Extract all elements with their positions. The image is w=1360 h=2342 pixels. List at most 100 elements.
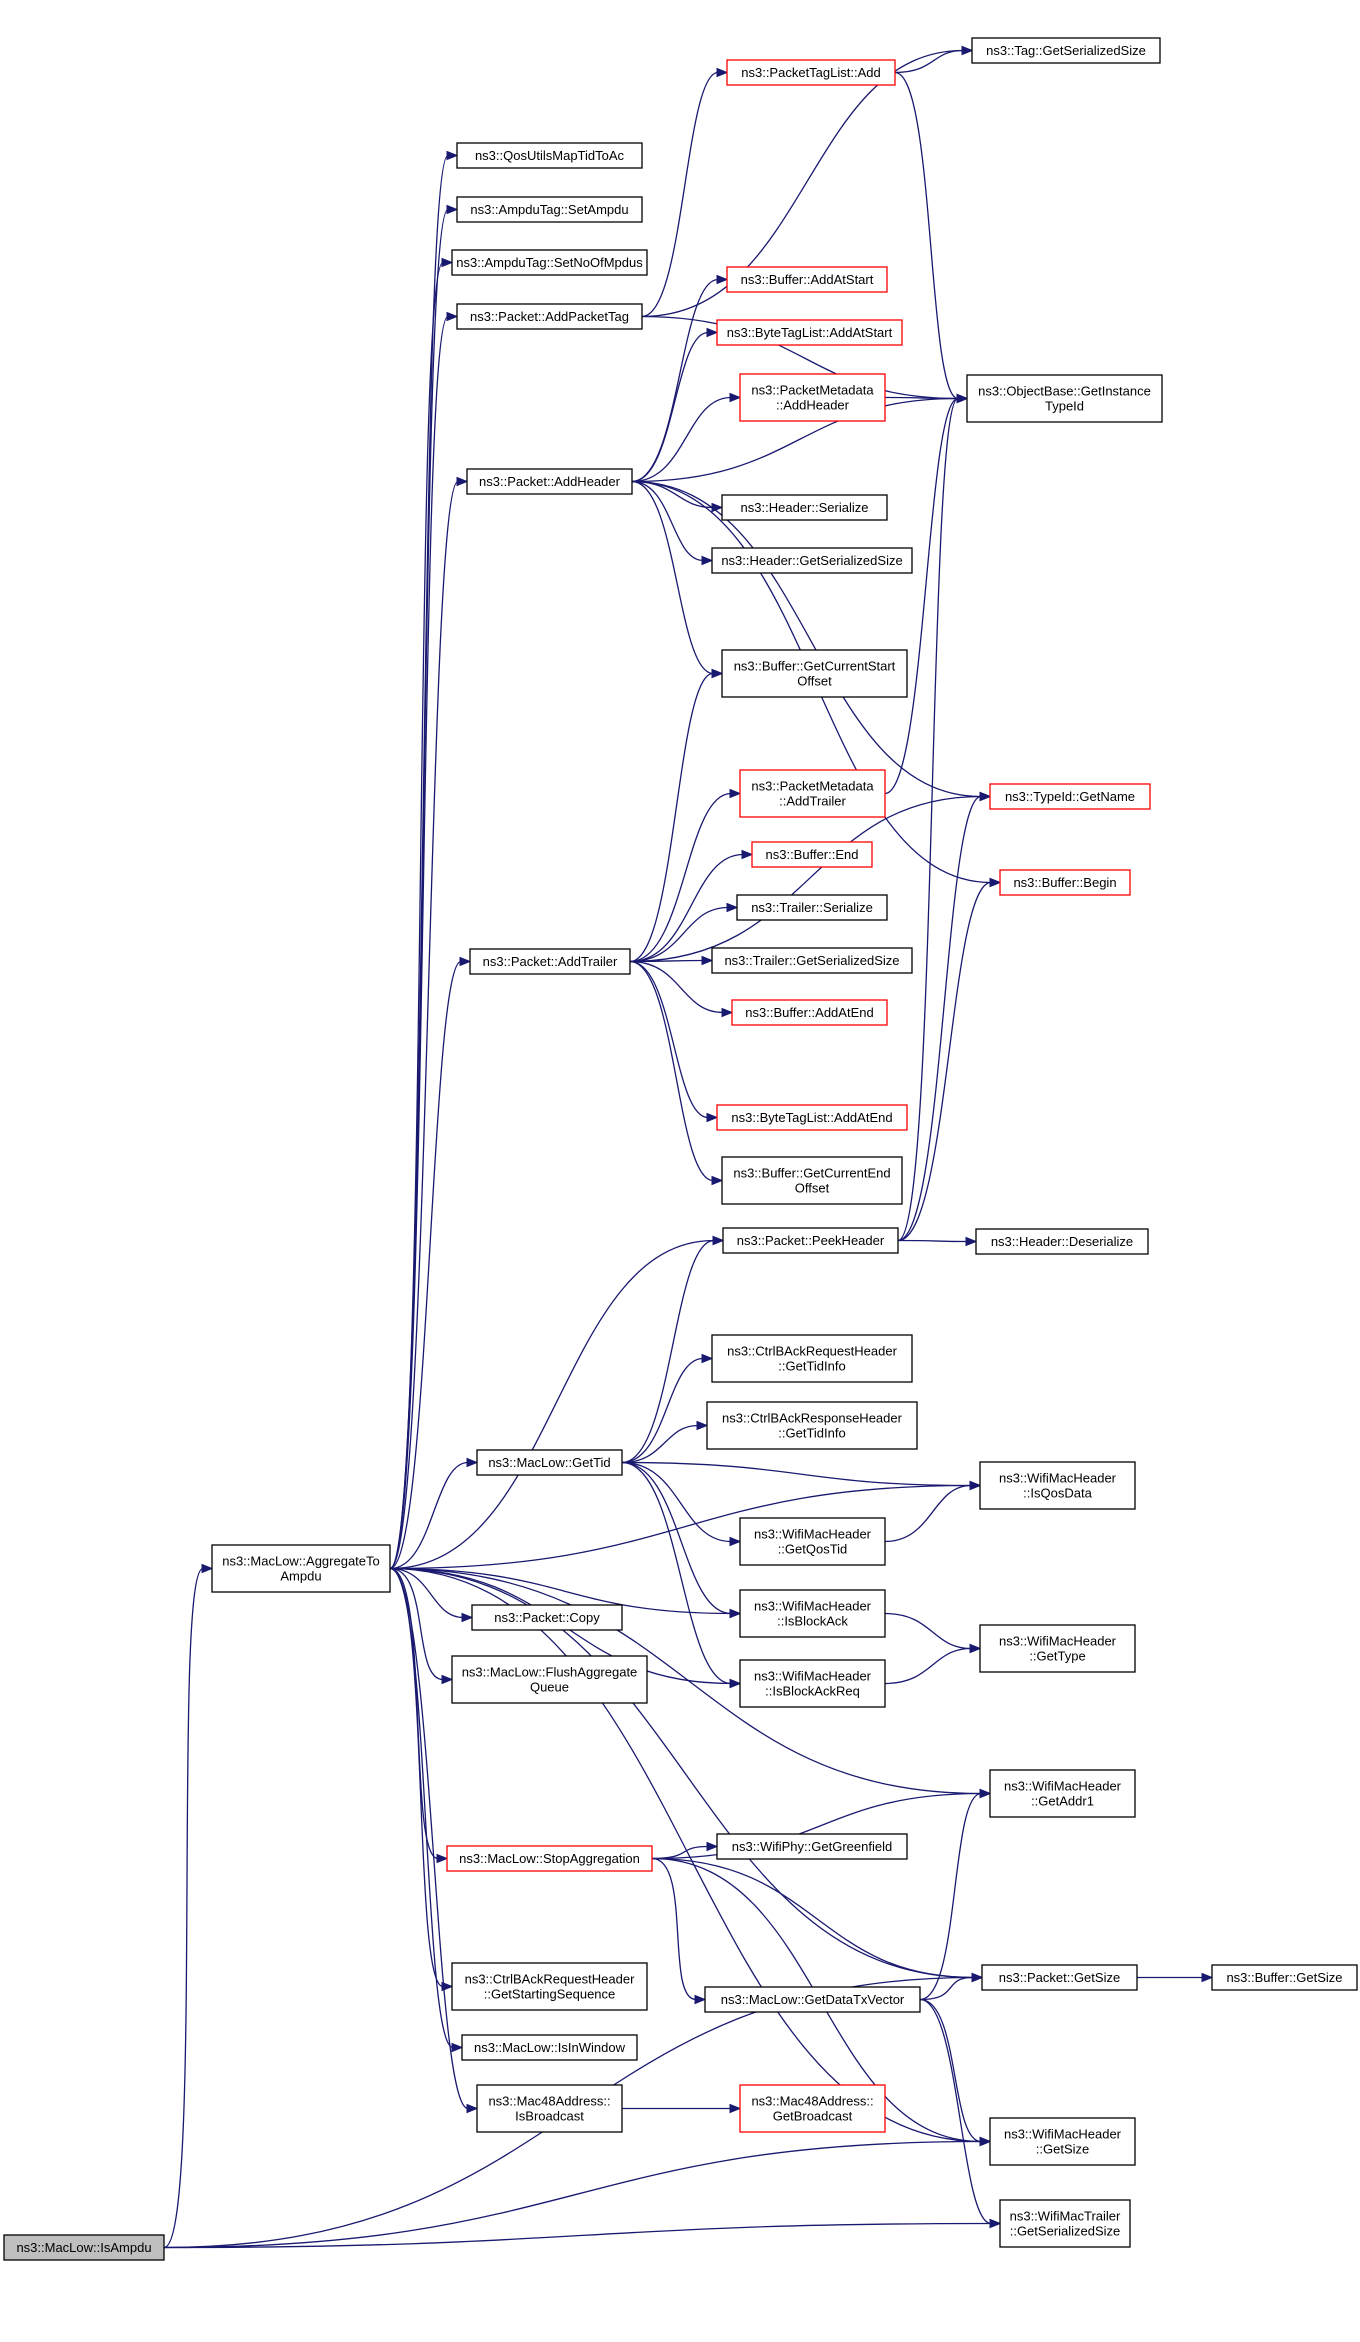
node-packetgetsize[interactable]: ns3::Packet::GetSize	[981, 1964, 1138, 1991]
node-gettype[interactable]: ns3::WifiMacHeader::GetType	[979, 1624, 1136, 1673]
node-bufend[interactable]: ns3::Buffer::End	[751, 841, 873, 868]
node-getstartseq[interactable]: ns3::CtrlBAckRequestHeader::GetStartingS…	[451, 1962, 648, 2011]
node-getgreenfield[interactable]: ns3::WifiPhy::GetGreenfield	[716, 1833, 908, 1860]
edge-aggregate-to-gettid	[389, 1461, 469, 1570]
arrowhead-icon	[726, 902, 739, 913]
edge-peekheader-to-typeidgetname	[897, 795, 982, 1242]
node-box	[476, 2084, 623, 2133]
node-label: ns3::MacLow::IsAmpdu	[16, 2240, 151, 2255]
node-trailergetsersize[interactable]: ns3::Trailer::GetSerializedSize	[711, 947, 913, 974]
node-box	[975, 1228, 1149, 1255]
node-setampdu[interactable]: ns3::AmpduTag::SetAmpdu	[456, 196, 643, 223]
node-isqosdata[interactable]: ns3::WifiMacHeader::IsQosData	[979, 1461, 1136, 1510]
edge-addtrailer-to-bufaddatend	[629, 960, 724, 1014]
node-ctrlrespgettid[interactable]: ns3::CtrlBAckResponseHeader::GetTidInfo	[706, 1401, 918, 1450]
node-label: ::GetSerializedSize	[1010, 2224, 1121, 2239]
node-getqostid[interactable]: ns3::WifiMacHeader::GetQosTid	[739, 1517, 886, 1566]
node-taggetsersize[interactable]: ns3::Tag::GetSerializedSize	[971, 37, 1161, 64]
node-pmaddheader[interactable]: ns3::PacketMetadata::AddHeader	[739, 373, 886, 422]
node-peekheader[interactable]: ns3::Packet::PeekHeader	[722, 1227, 899, 1254]
node-label: IsBroadcast	[515, 2109, 584, 2124]
edge-addheader-to-headergetsersize	[631, 480, 704, 562]
edge-addtrailer-to-bufgetcurend	[629, 960, 714, 1182]
node-label: ::AddHeader	[776, 398, 850, 413]
arrowhead-icon	[989, 2218, 1002, 2229]
node-label: ::GetStartingSequence	[484, 1987, 616, 2002]
node-copy[interactable]: ns3::Packet::Copy	[471, 1604, 623, 1631]
arrowhead-icon	[711, 1175, 724, 1186]
node-box	[721, 649, 908, 698]
node-isampdu[interactable]: ns3::MacLow::IsAmpdu	[3, 2234, 165, 2261]
node-isbroadcast[interactable]: ns3::Mac48Address::IsBroadcast	[476, 2084, 623, 2133]
node-addtrailer[interactable]: ns3::Packet::AddTrailer	[469, 948, 631, 975]
node-label: Offset	[795, 1181, 830, 1196]
arrowhead-icon	[969, 1643, 982, 1654]
node-isinwindow[interactable]: ns3::MacLow::IsInWindow	[461, 2034, 638, 2061]
node-box	[1211, 1964, 1358, 1991]
arrowhead-icon	[969, 1480, 982, 1491]
node-setnoofmpdus[interactable]: ns3::AmpduTag::SetNoOfMpdus	[451, 249, 648, 276]
node-addheader[interactable]: ns3::Packet::AddHeader	[466, 468, 633, 495]
edge-packettaglistadd-to-taggetsersize	[894, 49, 964, 74]
node-headerserialize[interactable]: ns3::Header::Serialize	[721, 494, 888, 521]
edge-addpackettag-to-taggetsersize	[641, 49, 964, 318]
node-qosmap[interactable]: ns3::QosUtilsMapTidToAc	[456, 142, 643, 169]
node-label: ns3::Packet::Copy	[494, 1610, 600, 1625]
node-typeidgetname[interactable]: ns3::TypeId::GetName	[989, 783, 1151, 810]
node-headergetsersize[interactable]: ns3::Header::GetSerializedSize	[711, 547, 913, 574]
edge-addtrailer-to-bufgetcurstart	[629, 672, 714, 963]
edge-aggregate-to-getstartseq	[389, 1567, 444, 1988]
node-addpackettag[interactable]: ns3::Packet::AddPacketTag	[456, 303, 643, 330]
node-packettaglistadd[interactable]: ns3::PacketTagList::Add	[726, 59, 896, 86]
edge-getdatatxvector-to-getaddr1	[919, 1792, 982, 2001]
node-headerdeserialize[interactable]: ns3::Header::Deserialize	[975, 1228, 1149, 1255]
node-bytetagaddatend[interactable]: ns3::ByteTagList::AddAtEnd	[716, 1104, 908, 1131]
node-trailergetsersize2[interactable]: ns3::WifiMacTrailer::GetSerializedSize	[999, 2199, 1131, 2248]
node-bufaddatstart[interactable]: ns3::Buffer::AddAtStart	[726, 266, 888, 293]
edge-pmaddheader-to-objgetinstance	[884, 396, 959, 400]
edge-addtrailer-to-pmaddtrailer	[629, 792, 732, 963]
node-box	[461, 2034, 638, 2061]
edge-getdatatxvector-to-trailergetsersize2	[919, 1998, 992, 2225]
edge-isblockackreq-to-gettype	[884, 1647, 972, 1685]
node-getdatatxvector[interactable]: ns3::MacLow::GetDataTxVector	[704, 1986, 921, 2013]
node-label: ns3::Buffer::AddAtStart	[741, 272, 874, 287]
node-label: ::IsBlockAck	[777, 1614, 848, 1629]
arrowhead-icon	[706, 327, 719, 338]
edge-gettid-to-ctrlreqgettid	[621, 1357, 704, 1464]
edge-gettid-to-peekheader	[621, 1239, 715, 1464]
node-label: ns3::WifiMacHeader	[754, 1669, 872, 1684]
node-label: ns3::Buffer::Begin	[1013, 875, 1116, 890]
arrowhead-icon	[989, 877, 1002, 888]
node-label: ns3::WifiMacHeader	[754, 1599, 872, 1614]
node-pmaddtrailer[interactable]: ns3::PacketMetadata::AddTrailer	[739, 769, 886, 818]
node-trailerserialize[interactable]: ns3::Trailer::Serialize	[736, 894, 888, 921]
node-isblockackreq[interactable]: ns3::WifiMacHeader::IsBlockAckReq	[739, 1659, 886, 1708]
edge-aggregate-to-addheader	[389, 480, 459, 1570]
node-bufaddatend[interactable]: ns3::Buffer::AddAtEnd	[731, 999, 888, 1026]
node-stopagg[interactable]: ns3::MacLow::StopAggregation	[446, 1845, 653, 1872]
node-box	[739, 373, 886, 422]
node-bufbegin[interactable]: ns3::Buffer::Begin	[999, 869, 1131, 896]
node-label: ns3::QosUtilsMapTidToAc	[475, 148, 625, 163]
node-label: ns3::Buffer::GetCurrentEnd	[733, 1166, 890, 1181]
node-bytetagaddatstart[interactable]: ns3::ByteTagList::AddAtStart	[716, 319, 903, 346]
edge-isampdu-to-machdrgetsize	[163, 2140, 982, 2249]
node-isblockack[interactable]: ns3::WifiMacHeader::IsBlockAck	[739, 1589, 886, 1638]
node-box	[722, 1227, 899, 1254]
node-label: ns3::Packet::GetSize	[999, 1970, 1120, 1985]
node-getbroadcast[interactable]: ns3::Mac48Address::GetBroadcast	[739, 2084, 886, 2133]
arrowhead-icon	[706, 1841, 719, 1852]
node-getaddr1[interactable]: ns3::WifiMacHeader::GetAddr1	[989, 1769, 1136, 1818]
node-box	[721, 494, 888, 521]
node-gettid[interactable]: ns3::MacLow::GetTid	[476, 1449, 623, 1476]
node-machdrgetsize[interactable]: ns3::WifiMacHeader::GetSize	[989, 2117, 1136, 2166]
node-ctrlreqgettid[interactable]: ns3::CtrlBAckRequestHeader::GetTidInfo	[711, 1334, 913, 1383]
node-bufgetsize[interactable]: ns3::Buffer::GetSize	[1211, 1964, 1358, 1991]
